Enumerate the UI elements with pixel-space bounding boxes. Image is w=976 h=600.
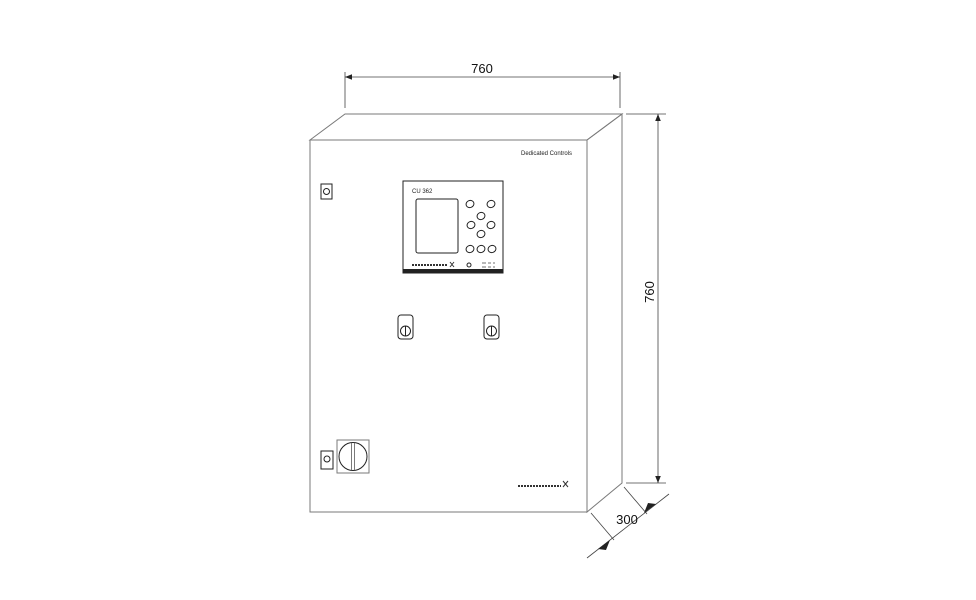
height-dimension: 760 bbox=[626, 113, 666, 484]
height-dimension-label: 760 bbox=[642, 281, 657, 303]
width-dimension-label: 760 bbox=[471, 61, 493, 76]
cu362-controller: CU 362 bbox=[402, 180, 504, 274]
cabinet-side-face bbox=[586, 113, 623, 514]
controller-display bbox=[415, 198, 459, 254]
controller-grundfos-logo bbox=[412, 261, 455, 268]
cabinet-grundfos-logo bbox=[518, 480, 569, 488]
depth-dimension-label: 300 bbox=[616, 512, 638, 527]
width-dimension: 760 bbox=[344, 61, 621, 108]
selector-switch-1 bbox=[397, 314, 414, 340]
controller-port-marks bbox=[482, 262, 495, 268]
controller-buttons bbox=[465, 199, 497, 254]
main-isolator-switch bbox=[336, 439, 370, 474]
cabinet bbox=[308, 113, 624, 514]
controller-model: CU 362 bbox=[412, 189, 433, 195]
indicator-lamp-bottom bbox=[320, 450, 334, 470]
cabinet-top-face bbox=[308, 113, 624, 141]
selector-switch-2 bbox=[483, 314, 500, 340]
cabinet-label: Dedicated Controls bbox=[521, 151, 572, 157]
indicator-lamp-top bbox=[320, 183, 333, 200]
controller-status-led bbox=[466, 262, 472, 268]
depth-dimension: 300 bbox=[586, 486, 670, 559]
